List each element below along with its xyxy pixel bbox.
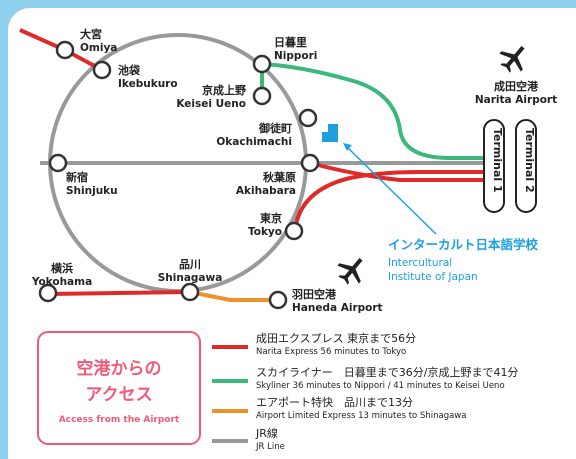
station-label-nippori-jp: 日暮里 [274,35,307,49]
access-box-title-line2: アクセス [85,385,152,405]
access-box-subtitle: Access from the Airport [59,415,180,425]
legend: 成田エクスプレス 東京まで56分 Narita Express 56 minut… [212,331,518,452]
access-box [37,331,201,445]
station-marker-shinagawa [180,282,200,302]
station-label-ikebukuro-jp: 池袋 [118,63,141,77]
station-label-tokyo-jp: 東京 [260,211,282,225]
access-box-title-line1: 空港からの [77,358,162,379]
terminal-2-label: Terminal 2 [523,128,536,193]
school-label-jp: インターカルト日本語学校 [388,237,539,252]
school-pointer [347,147,437,235]
station-label-akihabara-en: Akihabara [236,185,296,197]
station-marker-nippori [252,54,272,74]
station-marker-haneda [268,290,288,310]
narita-express-line [293,170,484,231]
legend-jr-line-jp: JR線 [255,426,278,440]
station-marker-yokohama [38,283,58,303]
narita-airplane-icon [499,45,525,73]
terminal-1-box [483,119,505,213]
station-marker-shinjuku [48,153,68,173]
legend-narita-express-jp: 成田エクスプレス 東京まで56分 [256,331,416,345]
station-label-yokohama-jp: 横浜 [51,261,73,275]
legend-airport-express-jp: エアポート特快 品川まで13分 [256,395,413,409]
station-marker-okachimachi [298,108,318,128]
station-label-shinjuku-en: Shinjuku [66,185,118,197]
station-label-okachimachi-en: Okachimachi [216,136,292,148]
haneda-airport-label-en: Haneda Airport [292,302,383,314]
school-label-en-line1: Intercultural [388,257,452,269]
station-label-omiya-jp: 大宮 [80,27,102,41]
station-label-shinagawa-jp: 品川 [179,258,201,271]
station-marker-akihabara [300,153,320,173]
station-label-tokyo-en: Tokyo [248,226,282,238]
skyliner-line [261,62,484,160]
station-label-shinjuku-jp: 新宿 [66,170,88,184]
station-label-okachimachi-jp: 御徒町 [258,121,292,135]
school-marker [322,124,338,142]
haneda-airplane-icon [337,257,363,285]
haneda-airport-label-jp: 羽田空港 [292,287,337,301]
narita-express-yokohama [47,290,189,296]
legend-jr-line-en: JR Line [255,442,285,452]
legend-skyliner-jp: スカイライナー 日暮里まで36分/京成上野まで41分 [256,365,518,379]
station-label-yokohama-en: Yokohama [31,276,92,288]
station-marker-omiya [55,40,75,60]
station-label-ikebukuro-en: Ikebukuro [118,78,178,90]
station-label-keisei-ueno-en: Keisei Ueno [176,98,246,110]
school-label-en-line2: Institute of Japan [388,271,478,283]
legend-narita-express-en: Narita Express 56 minutes to Tokyo [256,347,406,357]
station-label-keisei-ueno-jp: 京成上野 [202,83,246,97]
terminal-2-box [515,119,537,213]
terminal-1-label: Terminal 1 [491,128,504,193]
station-marker-ikebukuro [92,60,112,80]
narita-airport-label-en: Narita Airport [475,94,557,106]
legend-skyliner-en: Skyliner 36 minutes to Nippori / 41 minu… [256,381,505,391]
station-marker-keisei-ueno [252,86,272,106]
station-marker-tokyo [284,221,304,241]
station-label-nippori-en: Nippori [274,50,317,62]
airport-express-line [189,290,278,302]
station-label-akihabara-jp: 秋葉原 [263,170,296,184]
station-label-omiya-en: Omiya [80,42,117,54]
station-label-shinagawa-en: Shinagawa [158,272,223,284]
legend-airport-express-en: Airport Limited Express 13 minutes to Sh… [256,411,466,421]
narita-airport-label-jp: 成田空港 [494,79,539,93]
